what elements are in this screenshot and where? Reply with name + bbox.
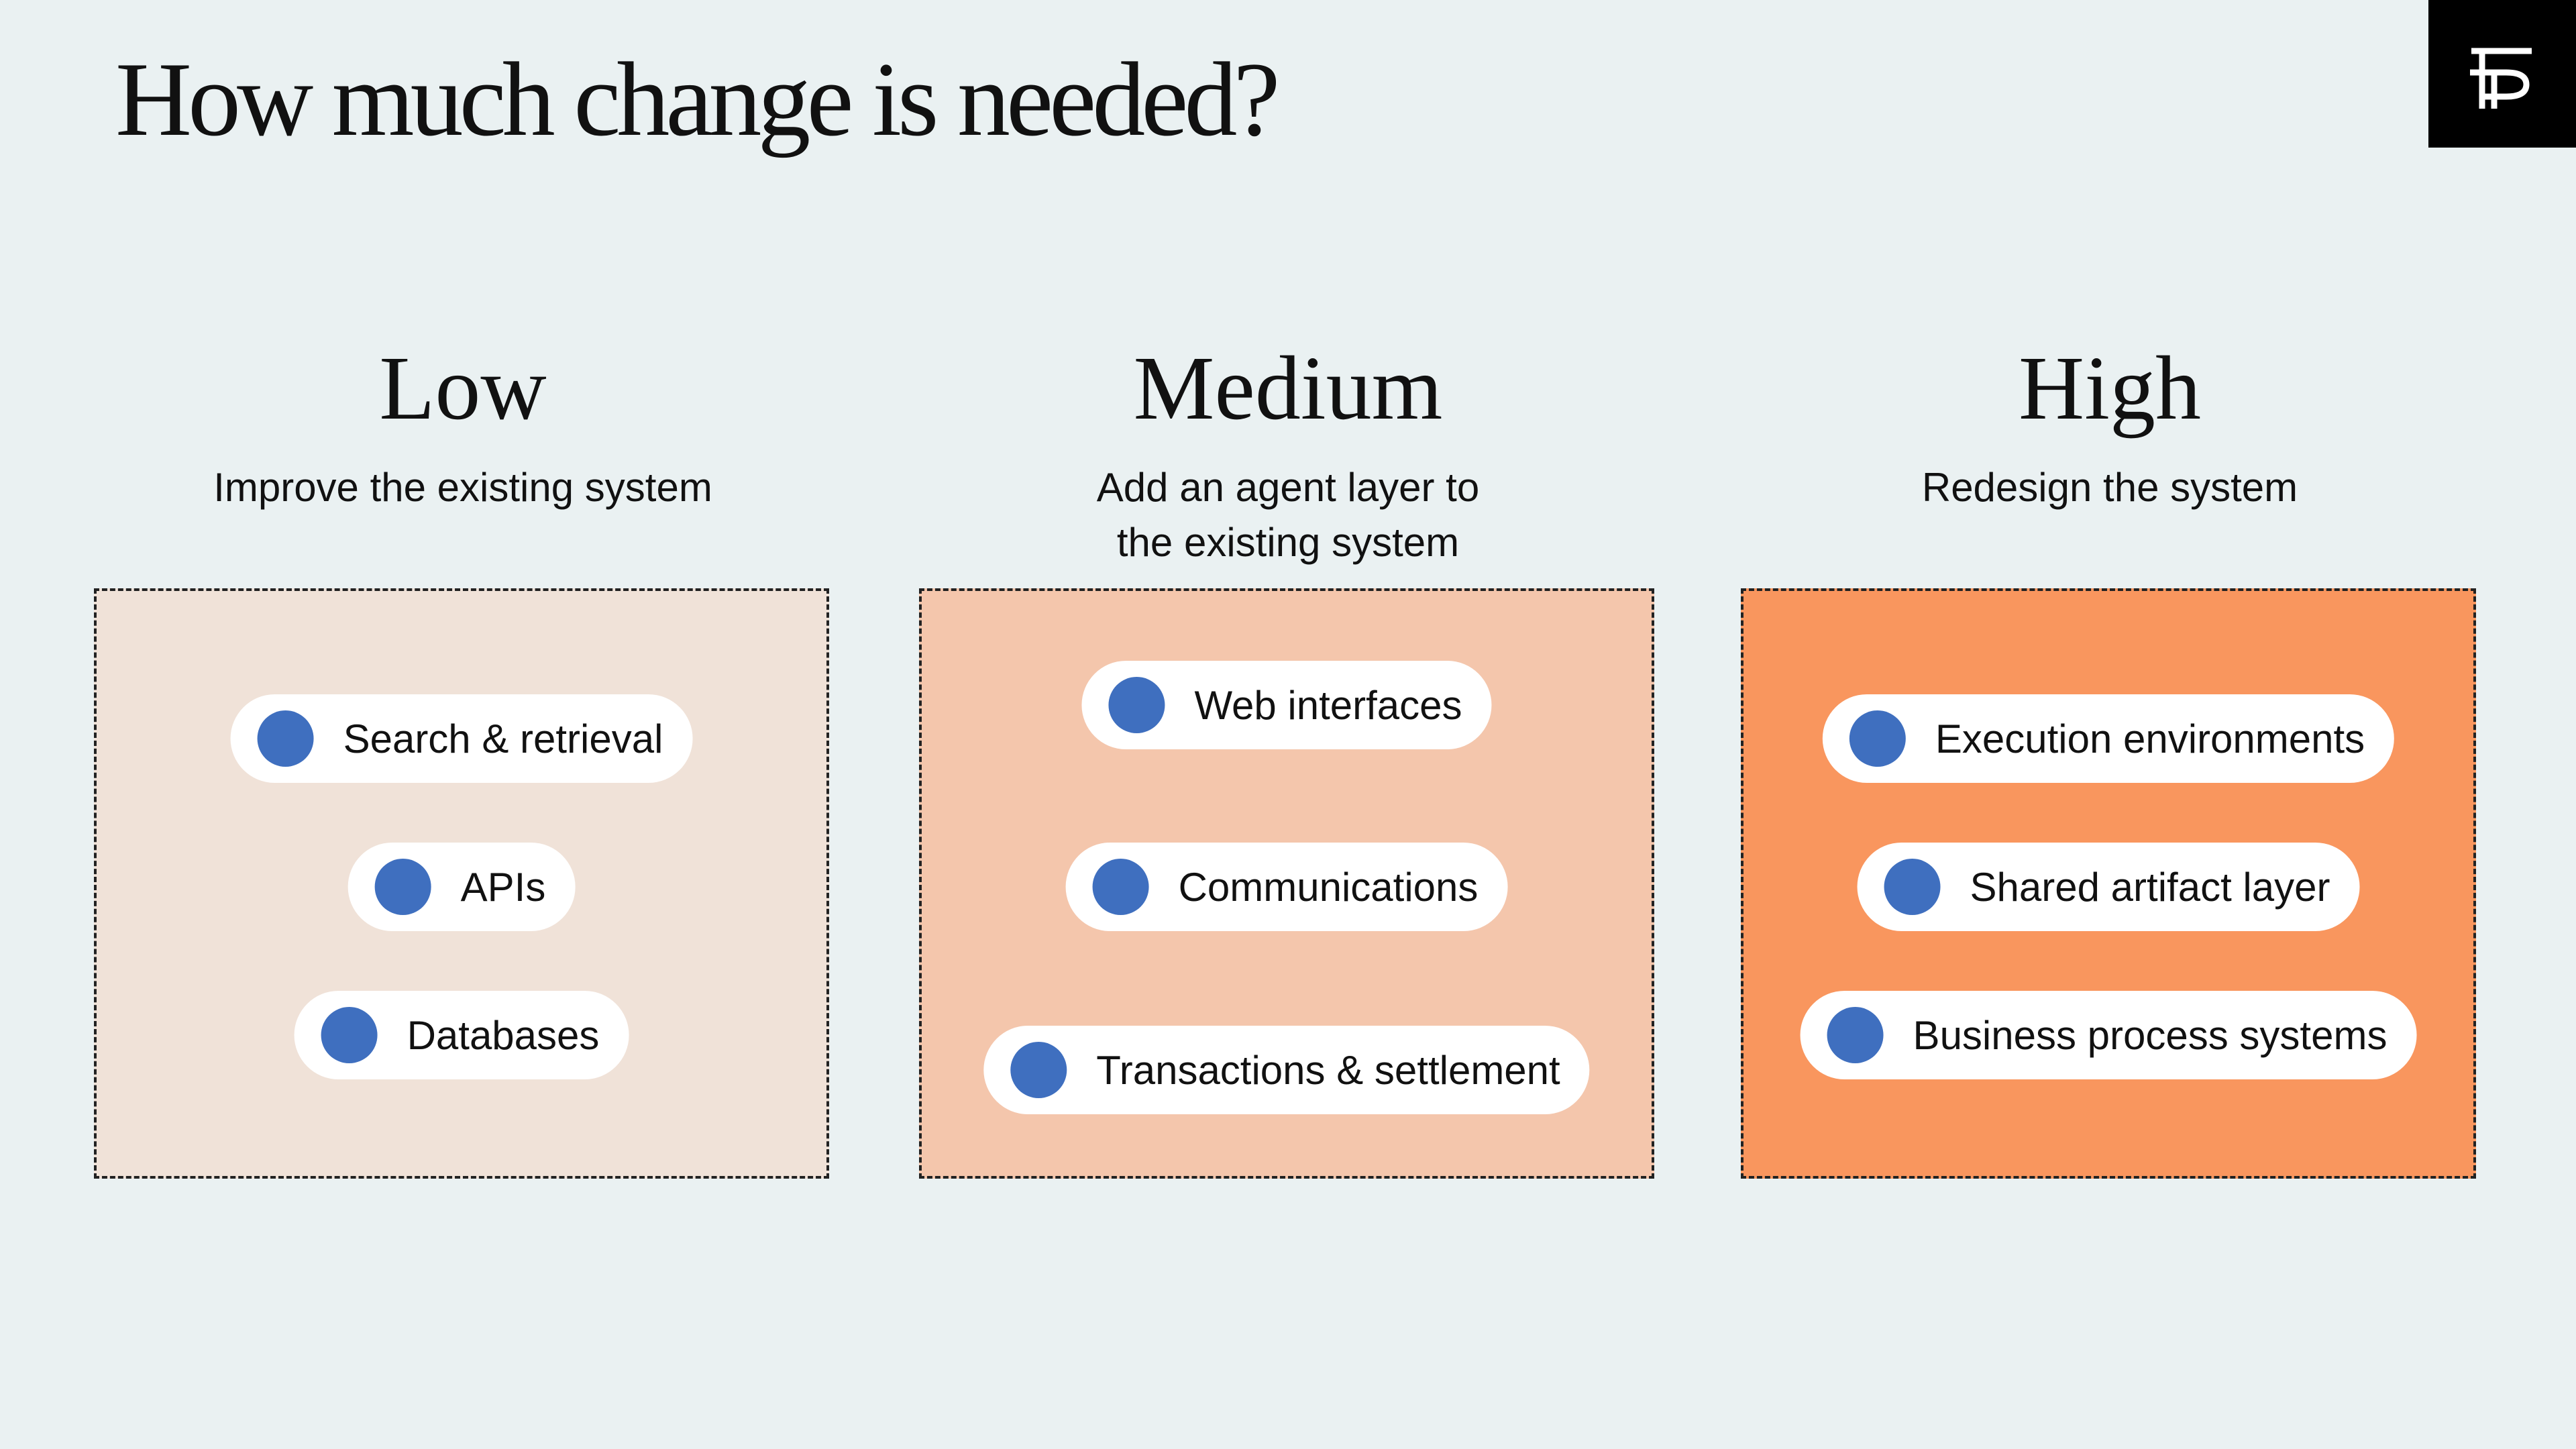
level-subtitle-high: Redesign the system xyxy=(1921,465,2298,510)
bullet-dot-icon xyxy=(1092,859,1149,915)
column-low: Low Improve the existing system Search &… xyxy=(94,0,832,1449)
pill-label: Search & retrieval xyxy=(343,716,663,761)
bullet-dot-icon xyxy=(1849,710,1906,767)
pill-business-process-systems: Business process systems xyxy=(1800,991,2417,1079)
pill-label: Execution environments xyxy=(1935,716,2365,761)
category-box-medium: Web interfaces Communications Transactio… xyxy=(919,588,1654,1179)
category-box-low: Search & retrieval APIs Databases xyxy=(94,588,829,1179)
bullet-dot-icon xyxy=(1827,1007,1884,1063)
pill-label: Business process systems xyxy=(1913,1012,2387,1058)
pill-label: APIs xyxy=(460,864,546,910)
pill-search-retrieval: Search & retrieval xyxy=(230,694,693,783)
level-heading-medium: Medium xyxy=(1133,338,1443,439)
column-medium: Medium Add an agent layer to the existin… xyxy=(919,0,1657,1449)
bullet-dot-icon xyxy=(1010,1042,1067,1098)
brand-logo-icon xyxy=(2470,48,2532,109)
pill-transactions-settlement: Transactions & settlement xyxy=(983,1026,1590,1114)
bullet-dot-icon xyxy=(374,859,431,915)
pill-web-interfaces: Web interfaces xyxy=(1081,661,1492,749)
pill-execution-environments: Execution environments xyxy=(1822,694,2395,783)
pill-communications: Communications xyxy=(1065,843,1508,931)
bullet-dot-icon xyxy=(321,1007,378,1063)
pill-label: Transactions & settlement xyxy=(1096,1047,1560,1093)
pill-shared-artifact-layer: Shared artifact layer xyxy=(1857,843,2360,931)
level-heading-high: High xyxy=(2019,338,2201,439)
pill-label: Communications xyxy=(1178,864,1479,910)
level-subtitle-low: Improve the existing system xyxy=(213,465,712,510)
bullet-dot-icon xyxy=(257,710,314,767)
bullet-dot-icon xyxy=(1884,859,1941,915)
slide-title: How much change is needed? xyxy=(115,41,1281,158)
level-subtitle-medium: Add an agent layer to the existing syste… xyxy=(1096,465,1480,565)
pill-apis: APIs xyxy=(347,843,576,931)
pill-label: Shared artifact layer xyxy=(1970,864,2330,910)
pill-databases: Databases xyxy=(294,991,629,1079)
brand-logo xyxy=(2428,0,2576,148)
level-heading-low: Low xyxy=(379,338,547,439)
bullet-dot-icon xyxy=(1108,677,1165,733)
pill-label: Web interfaces xyxy=(1194,682,1462,728)
category-box-high: Execution environments Shared artifact l… xyxy=(1741,588,2476,1179)
column-high: High Redesign the system Execution envir… xyxy=(1741,0,2479,1449)
pill-label: Databases xyxy=(407,1012,600,1058)
